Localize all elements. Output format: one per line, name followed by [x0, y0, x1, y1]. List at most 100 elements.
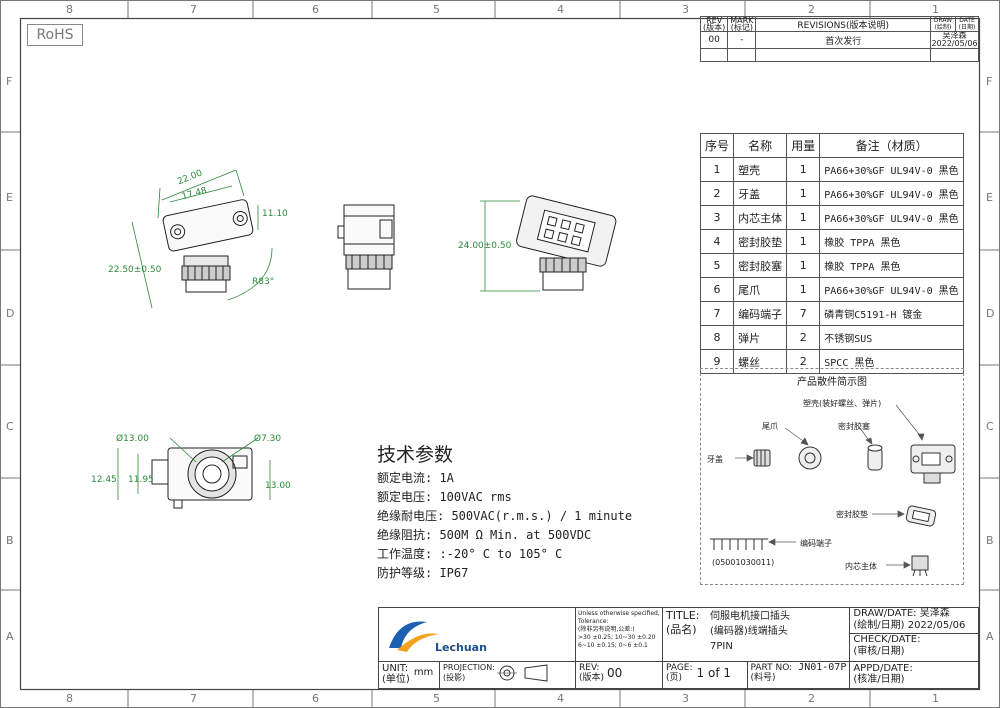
- row-label-right: D: [986, 307, 995, 320]
- column-label-top: 7: [190, 3, 197, 16]
- title-cell: TITLE: (品名) 伺服电机接口插头 (编码器)线端插头 7PIN: [661, 607, 851, 662]
- rev-mark: -: [727, 31, 757, 49]
- row-number: 8: [699, 325, 735, 350]
- rev-description: 首次发行: [755, 31, 931, 49]
- view-front-angled: [516, 195, 617, 291]
- label-cap: 牙盖: [707, 455, 723, 464]
- draw-date: 2022/05/06: [907, 620, 966, 631]
- row-label-right: C: [986, 420, 994, 433]
- part-remark: PA66+30%GF UL94V-0 黑色: [819, 181, 964, 206]
- parts-header-name: 名称: [733, 133, 788, 158]
- partno-label: PART NO:: [750, 663, 793, 673]
- rev-col-draw: DRAW (绘制): [930, 16, 956, 32]
- dim-d5: R83°: [252, 277, 274, 287]
- draw-name: 吴泽森: [919, 608, 950, 619]
- rev-col-title: REVISIONS(版本说明): [755, 16, 931, 32]
- row-label-left: D: [6, 307, 15, 320]
- unit-label: UNIT:: [382, 663, 409, 674]
- dim-d10: 11.95: [128, 475, 154, 485]
- row-number: 6: [699, 277, 735, 302]
- appd-cell: APPD/DATE: (核准/日期): [849, 661, 979, 689]
- tech-param-line: 额定电流: 1A: [377, 471, 454, 485]
- tech-param-line: 绝缘阻抗: 500M Ω Min. at 500VDC: [377, 528, 592, 542]
- part-qty: 1: [786, 205, 821, 230]
- rev-label-cn: (版本): [579, 673, 605, 683]
- row-number: 9: [699, 349, 735, 374]
- tolerance-line: 6~10 ±0.15; 0~6 ±0.1: [578, 642, 648, 649]
- part-name: 牙盖: [733, 181, 788, 206]
- exploded-view-drawing: [710, 404, 956, 577]
- cap-part: [753, 449, 771, 467]
- part-qty: 2: [786, 349, 821, 374]
- part-qty: 1: [786, 157, 821, 182]
- page-label-cn: (页): [665, 673, 683, 683]
- view-top-angled: [162, 199, 254, 293]
- part-remark: 不锈钢SUS: [819, 325, 964, 350]
- column-label-bottom: 8: [66, 692, 73, 705]
- appd-label-cn: (核准/日期): [853, 674, 905, 685]
- logo-text: Lechuan: [435, 641, 487, 654]
- row-label-left: E: [6, 191, 13, 204]
- part-qty: 1: [786, 181, 821, 206]
- exploded-view-panel: 产品散件简示图: [700, 368, 964, 585]
- check-label-cn: (审核/日期): [853, 646, 905, 657]
- row-label-left: A: [6, 630, 14, 643]
- rev-number: 00: [607, 666, 623, 680]
- column-label-bottom: 2: [808, 692, 815, 705]
- label-shell: 塑壳(装好螺丝、弹片): [803, 399, 882, 408]
- tech-param-line: 绝缘耐电压: 500VAC(r.m.s.) / 1 minute: [377, 509, 633, 523]
- column-label-top: 5: [433, 3, 440, 16]
- logo-cell: Lechuan: [378, 607, 576, 662]
- row-label-right: E: [986, 191, 993, 204]
- part-remark: PA66+30%GF UL94V-0 黑色: [819, 205, 964, 230]
- part-name: 螺丝: [733, 349, 788, 374]
- part-qty: 2: [786, 325, 821, 350]
- parts-header-qty: 用量: [786, 133, 821, 158]
- column-label-bottom: 3: [682, 692, 689, 705]
- tolerance-line: >30 ±0.25; 10~30 ±0.20: [578, 634, 656, 641]
- part-remark: PA66+30%GF UL94V-0 黑色: [819, 157, 964, 182]
- row-label-left: F: [6, 75, 13, 88]
- page-value: 1 of 1: [696, 666, 731, 680]
- dim-d9: 12.45: [91, 475, 117, 485]
- part-qty: 1: [786, 277, 821, 302]
- dim-d4: 22.50±0.50: [108, 265, 162, 275]
- column-label-top: 6: [312, 3, 319, 16]
- part-remark: 橡胶 TPPA 黑色: [819, 253, 964, 278]
- title-block: Lechuan Unless otherwise specified,Toler…: [378, 607, 979, 689]
- projection-label: PROJECTION:: [443, 663, 495, 672]
- dim-d6: 24.00±0.50: [458, 241, 512, 251]
- parts-header-remark: 备注（材质）: [819, 133, 964, 158]
- draw-label-cn: (绘制/日期): [853, 620, 905, 631]
- partno-label-cn: (料号): [750, 673, 776, 683]
- row-number: 5: [699, 253, 735, 278]
- terminal-part: [710, 538, 768, 550]
- revisions-table: REV (版本) MARK (标记) REVISIONS(版本说明) DRAW …: [699, 16, 979, 62]
- label-gasket: 密封胶垫: [836, 510, 868, 519]
- part-remark: PA66+30%GF UL94V-0 黑色: [819, 277, 964, 302]
- draw-label: DRAW/DATE:: [853, 608, 917, 619]
- tech-lines: 额定电流: 1A 额定电压: 100VAC rms 绝缘耐电压: 500VAC(r.…: [377, 469, 632, 583]
- tech-param-line: 额定电压: 100VAC rms: [377, 490, 512, 504]
- row-number: 3: [699, 205, 735, 230]
- label-plug: 密封胶塞: [838, 422, 870, 431]
- dim-d8: Ø7.30: [254, 433, 281, 444]
- dim-d7: Ø13.00: [116, 433, 149, 444]
- dim-d3: 11.10: [262, 209, 288, 219]
- part-name: 塑壳: [733, 157, 788, 182]
- rev-date: 2022/05/06: [931, 39, 978, 48]
- unit-cell: UNIT: (单位) mm: [378, 661, 440, 689]
- tech-params: 技术参数 额定电流: 1A 额定电压: 100VAC rms 绝缘耐电压: 500V…: [377, 440, 632, 583]
- projection-symbol: [496, 664, 548, 682]
- tech-title: 技术参数: [377, 444, 454, 466]
- label-core: 内芯主体: [845, 562, 877, 571]
- title-label-cn: (品名): [665, 623, 697, 636]
- part-name: 弹片: [733, 325, 788, 350]
- rev-col-date: DATE (日期): [955, 16, 979, 32]
